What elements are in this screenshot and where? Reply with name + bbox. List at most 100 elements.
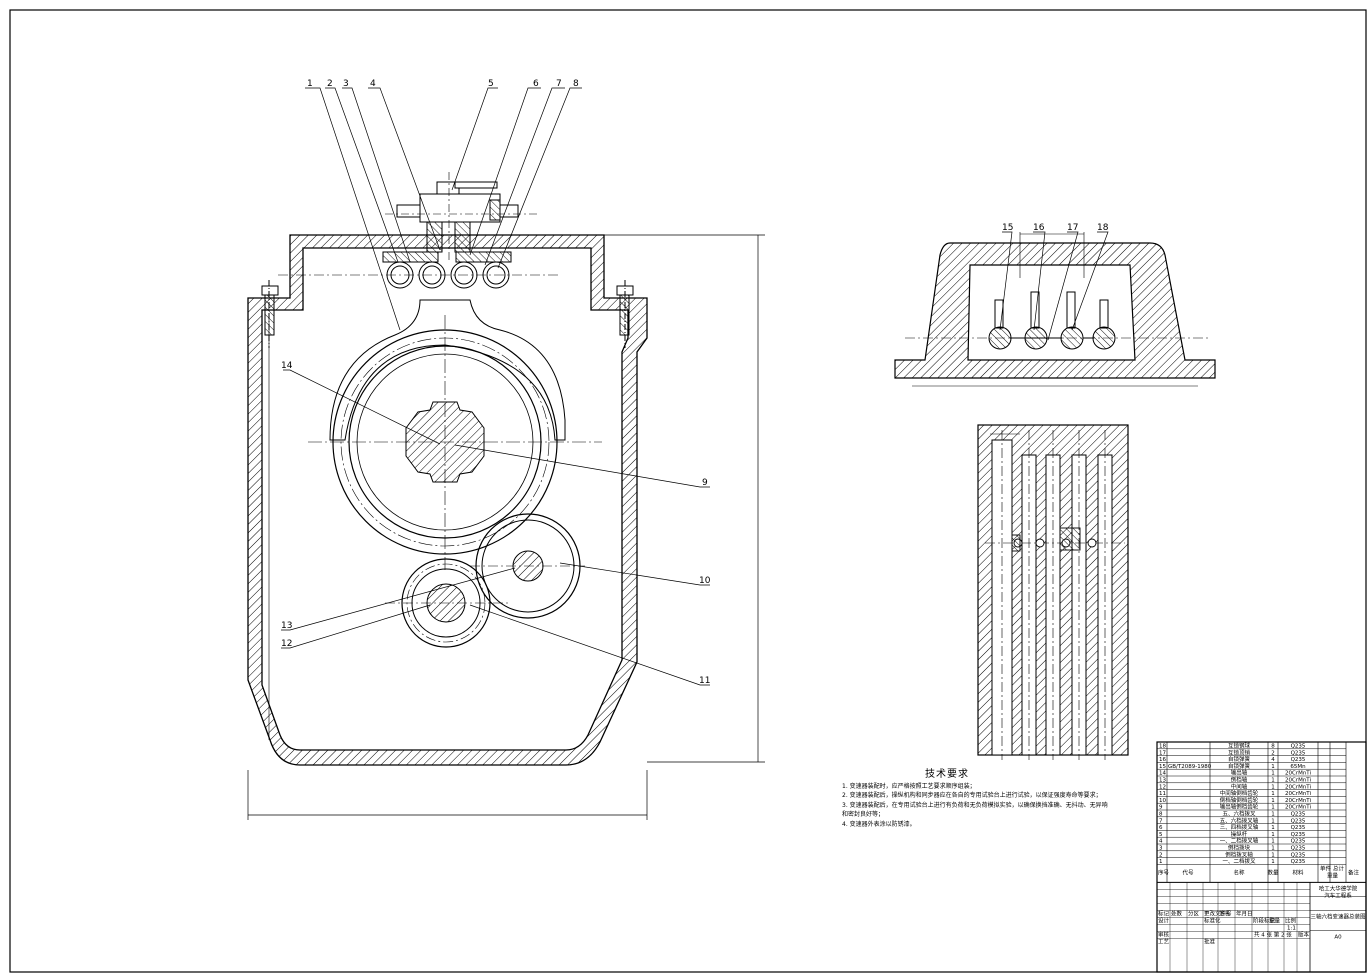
bom-row-no: 1 bbox=[1159, 859, 1163, 865]
bom-row-name: 倒档拨块 bbox=[1228, 844, 1251, 852]
bom-row-qty: 1 bbox=[1271, 852, 1275, 858]
bom-header-code: 代号 bbox=[1182, 868, 1194, 876]
bom-row-material: Q235 bbox=[1291, 757, 1306, 763]
reverse-fork bbox=[329, 299, 566, 441]
balloon-4: 4 bbox=[370, 79, 376, 89]
bom-row-no: 16 bbox=[1159, 757, 1166, 763]
bom-row-qty: 1 bbox=[1271, 764, 1275, 770]
label-date: 年月日 bbox=[1236, 909, 1253, 917]
bom-header-no: 序号 bbox=[1158, 868, 1170, 876]
balloon-8: 8 bbox=[573, 79, 579, 89]
bom-row-qty: 2 bbox=[1271, 750, 1275, 756]
label-stage-mark: 阶段标记 bbox=[1253, 916, 1276, 924]
bom-row-no: 2 bbox=[1159, 852, 1163, 858]
label-weight: 重量 bbox=[1269, 916, 1281, 924]
department-name: 汽车工程系 bbox=[1324, 891, 1352, 899]
balloon-16: 16 bbox=[1033, 223, 1045, 233]
bom-row-name: 倒档轴 bbox=[1231, 776, 1248, 784]
bom-header-weight: 重量 bbox=[1327, 871, 1339, 879]
bom-row-no: 3 bbox=[1159, 846, 1163, 852]
bom-row-qty: 1 bbox=[1271, 818, 1275, 824]
bom-row-qty: 4 bbox=[1271, 757, 1275, 763]
bom-row-qty: 1 bbox=[1271, 798, 1275, 804]
bom-row-material: 20CrMnTi bbox=[1285, 778, 1312, 784]
bom-row-name: 中间轴 bbox=[1231, 782, 1248, 790]
balloon-7: 7 bbox=[556, 79, 562, 89]
school-name: 哈工大华德学院 bbox=[1319, 884, 1358, 892]
bom-row-material: 20CrMnTi bbox=[1285, 798, 1312, 804]
bom-row-name: 三、四档拨叉轴 bbox=[1220, 823, 1259, 831]
bom-row-name: 倒档拨叉轴 bbox=[1225, 850, 1253, 858]
bom-row-name: 中间轴倒档齿轮 bbox=[1220, 789, 1259, 797]
bom-row-name: 互锁顶销 bbox=[1228, 748, 1251, 756]
bom-row-no: 12 bbox=[1159, 784, 1166, 790]
bom-row-qty: 1 bbox=[1271, 791, 1275, 797]
bom-row-material: 20CrMnTi bbox=[1285, 771, 1312, 777]
interlock-section-view bbox=[894, 232, 1216, 387]
bom-row-qty: 1 bbox=[1271, 784, 1275, 790]
balloon-12: 12 bbox=[281, 639, 292, 649]
bom-row-qty: 1 bbox=[1271, 778, 1275, 784]
tech-req-line-3: 3. 变速器装配后，在专用试验台上进行有负荷和无负荷模拟实验，以确保换挡准确、无… bbox=[842, 801, 1108, 809]
bom-row-qty: 1 bbox=[1271, 812, 1275, 818]
label-scale: 比例 bbox=[1285, 916, 1297, 924]
leader-lines-main bbox=[281, 87, 710, 686]
balloon-14: 14 bbox=[281, 361, 293, 371]
bom-row-qty: 1 bbox=[1271, 825, 1275, 831]
bom-row-name: 五、六档拨叉 bbox=[1222, 810, 1256, 818]
sheet-size: A0 bbox=[1334, 934, 1342, 940]
bom-row-material: Q235 bbox=[1291, 839, 1306, 845]
bom-header-material: 材料 bbox=[1292, 868, 1304, 876]
bom-row-qty: 1 bbox=[1271, 846, 1275, 852]
bom-row-name: 倒档轴倒档齿轮 bbox=[1220, 796, 1259, 804]
bom-row-no: 9 bbox=[1159, 805, 1163, 811]
bom-row-material: 20CrMnTi bbox=[1285, 784, 1312, 790]
bom-row-material: Q235 bbox=[1291, 859, 1306, 865]
bom-row-material: 20CrMnTi bbox=[1285, 805, 1312, 811]
bom-header-total-weight: 总计 bbox=[1333, 864, 1345, 872]
bom-row-material: Q235 bbox=[1291, 818, 1306, 824]
label-marker: 标记 bbox=[1158, 909, 1170, 917]
bom-row-name: 一、二档拨叉轴 bbox=[1220, 837, 1259, 845]
bom-row-no: 7 bbox=[1159, 818, 1163, 824]
housing-section bbox=[247, 234, 648, 766]
balloon-9: 9 bbox=[702, 478, 708, 488]
balloon-13: 13 bbox=[281, 621, 292, 631]
bom-row-no: 4 bbox=[1159, 839, 1163, 845]
bom-row-code: GB/T2089-1980 bbox=[1168, 764, 1212, 770]
shift-rail-section-view bbox=[977, 424, 1129, 760]
label-design: 设计 bbox=[1158, 916, 1170, 924]
bom-row-no: 5 bbox=[1159, 832, 1163, 838]
bom-row-name: 互锁钢球 bbox=[1228, 742, 1251, 750]
label-version: 版本 bbox=[1298, 930, 1310, 938]
bom-row-no: 14 bbox=[1159, 771, 1166, 777]
bom-row-name: 输出轴倒档齿轮 bbox=[1220, 803, 1259, 811]
right-flange-bolt bbox=[616, 280, 634, 348]
bom-row-material: Q235 bbox=[1291, 812, 1306, 818]
dimension-lines bbox=[247, 234, 765, 820]
balloon-5: 5 bbox=[488, 79, 494, 89]
bom-header-remark: 备注 bbox=[1348, 868, 1360, 876]
label-count: 处数 bbox=[1171, 909, 1183, 917]
balloon-1: 1 bbox=[307, 79, 313, 89]
label-zone: 分区 bbox=[1188, 909, 1200, 917]
drawing-title: 三轴六档变速器总装图 bbox=[1310, 912, 1366, 920]
scale-value: 1:1 bbox=[1287, 925, 1296, 931]
balloon-numbers-main: 1 2 3 4 5 6 7 8 9 10 11 12 13 14 bbox=[281, 79, 711, 686]
bom-row-qty: 1 bbox=[1271, 805, 1275, 811]
bom-row-qty: 1 bbox=[1271, 771, 1275, 777]
tech-req-line-5: 4. 变速器外表涂以防锈漆。 bbox=[842, 820, 916, 828]
countershaft-gear bbox=[385, 558, 508, 648]
balloon-17: 17 bbox=[1067, 223, 1078, 233]
bom-row-material: Q235 bbox=[1291, 750, 1306, 756]
bom-row-qty: 1 bbox=[1271, 839, 1275, 845]
bom-row-no: 10 bbox=[1159, 798, 1166, 804]
left-flange-bolt bbox=[261, 280, 279, 348]
bom-row-no: 18 bbox=[1159, 744, 1166, 750]
bom-row-no: 13 bbox=[1159, 778, 1166, 784]
reverse-idler-gear bbox=[470, 513, 585, 619]
tech-req-title: 技术要求 bbox=[925, 769, 969, 780]
bom-row-name: 自锁弹簧 bbox=[1228, 762, 1251, 770]
